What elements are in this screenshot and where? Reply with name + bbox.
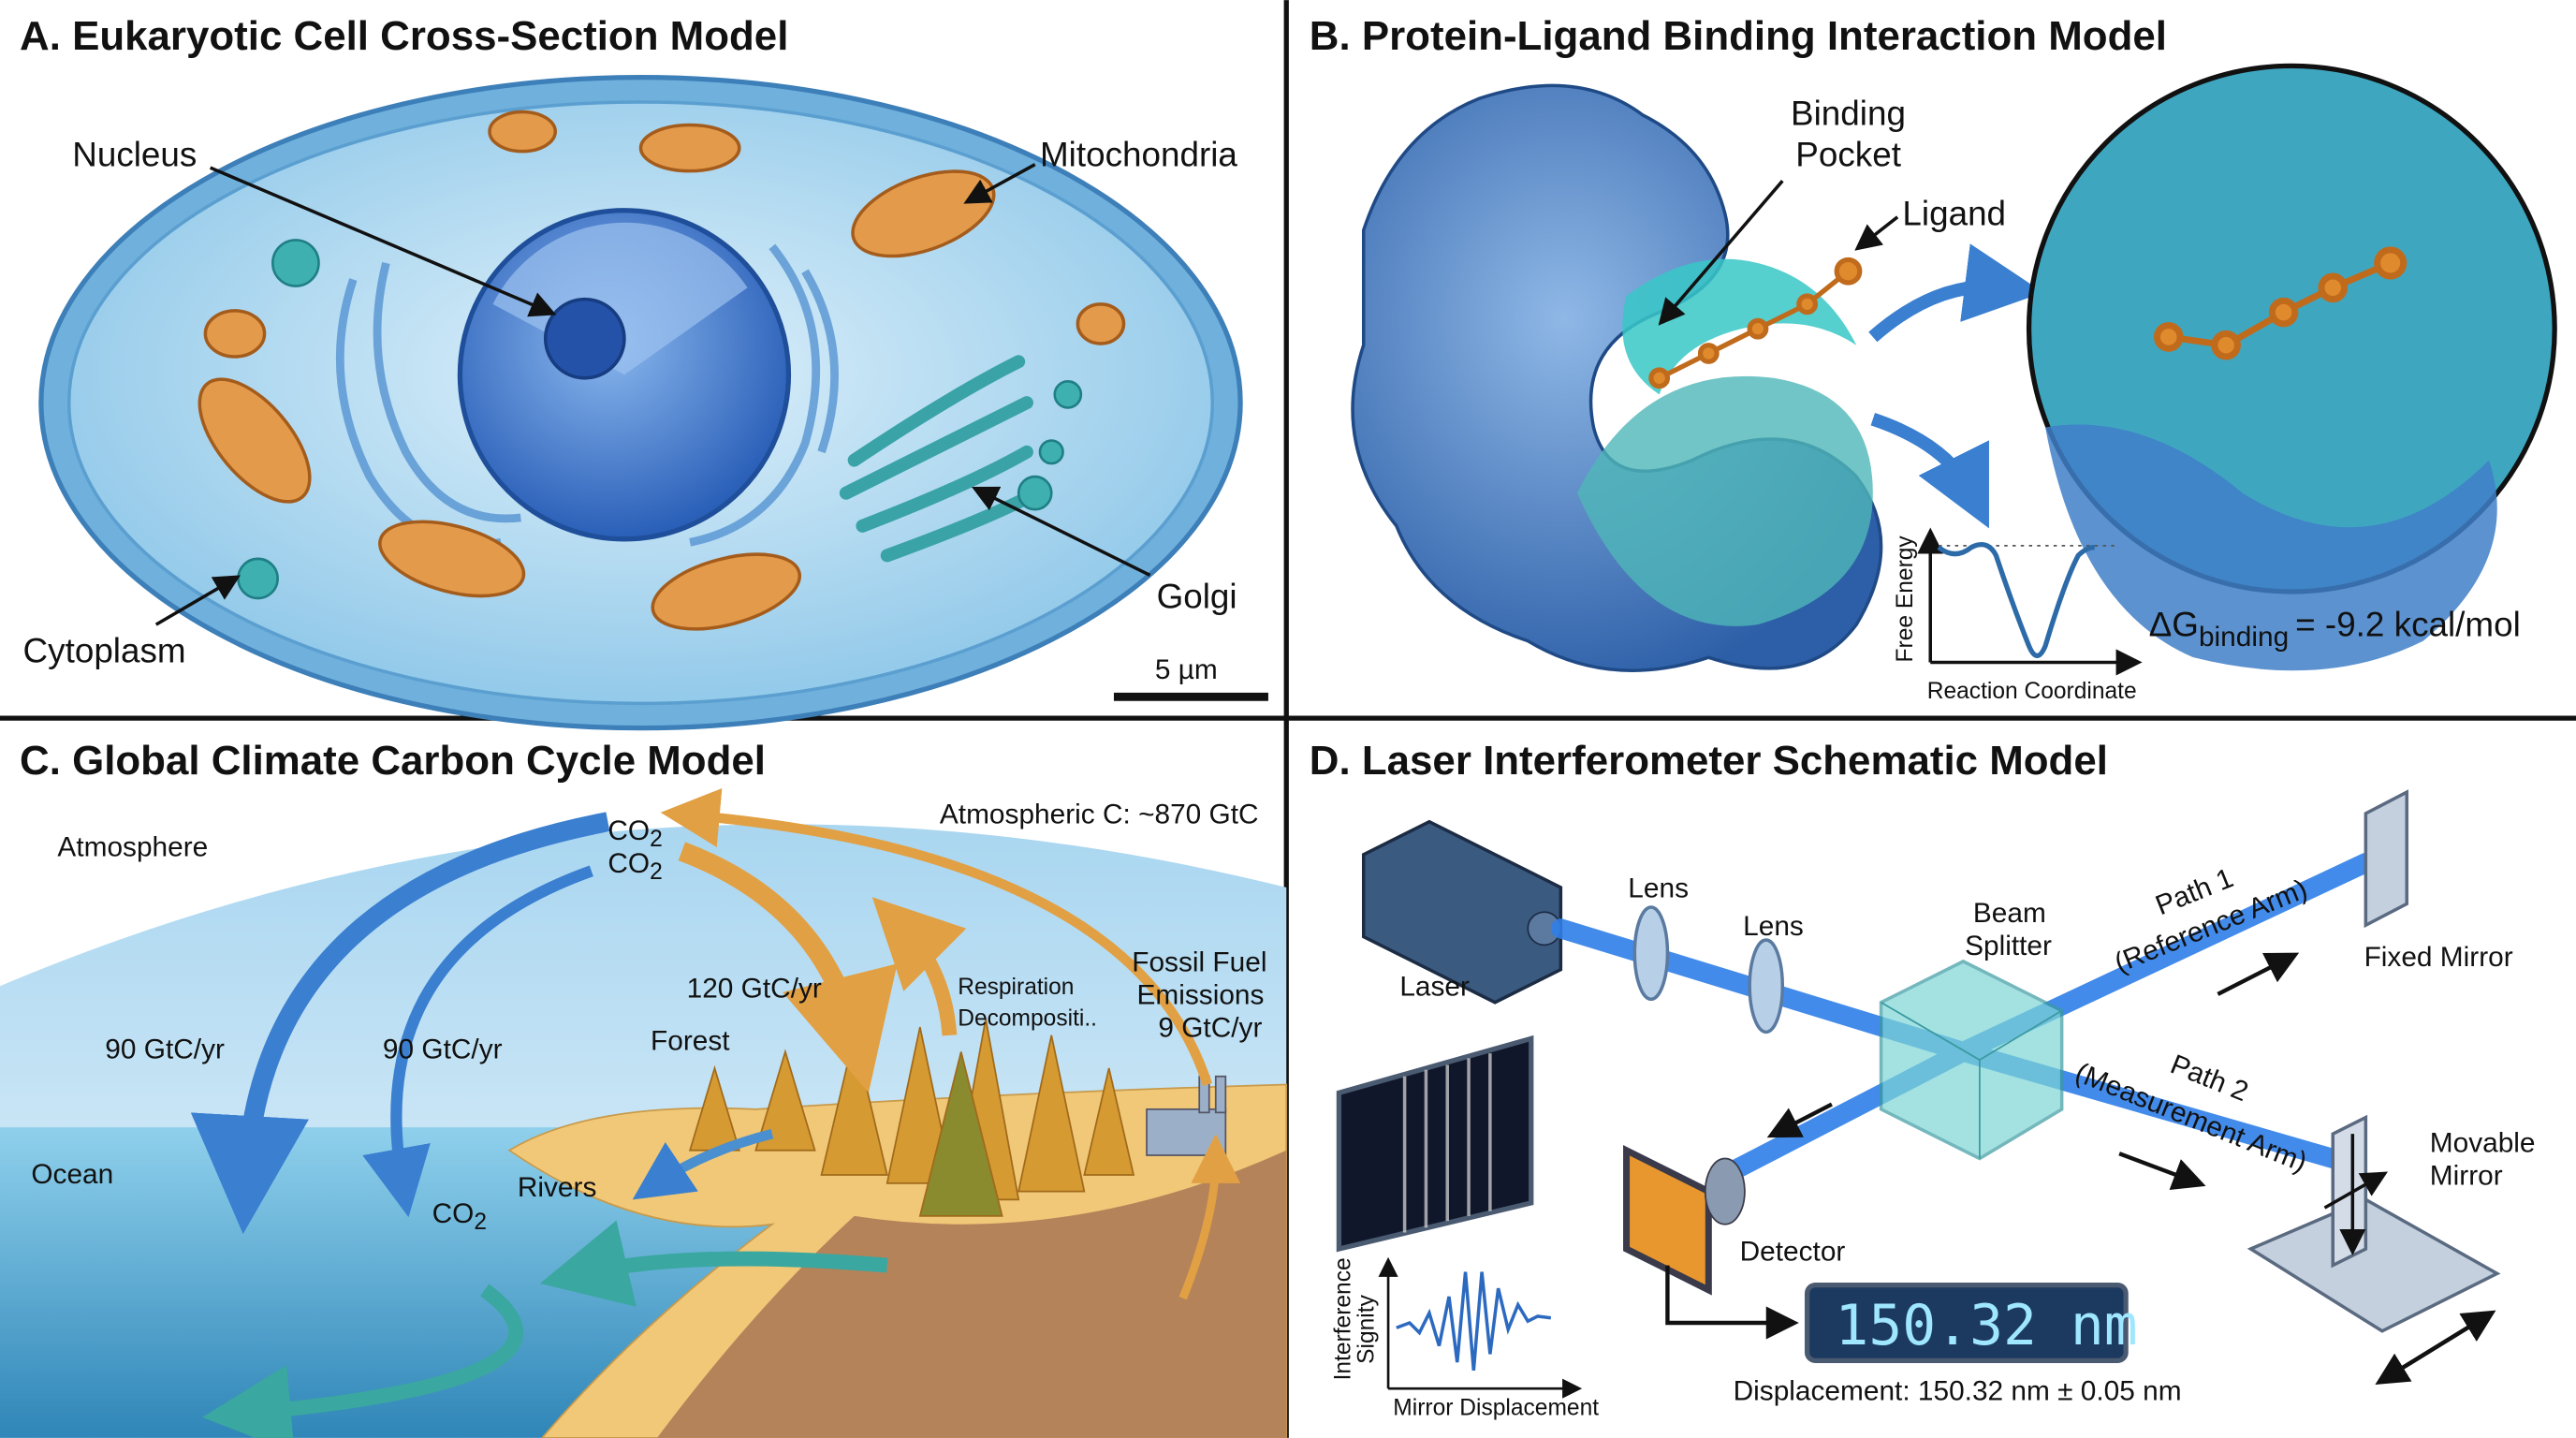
label-cytoplasm: Cytoplasm <box>23 631 186 669</box>
nucleus-pointer <box>209 166 557 317</box>
atmospheric-c-label: Atmospheric C: ~870 GtC <box>940 799 1259 829</box>
label-co2-top: CO2 <box>607 815 662 852</box>
label-detector: Detector <box>1740 1236 1846 1267</box>
signal-ylabel-1: Interference <box>1331 1257 1356 1380</box>
arrow-land-to-ocean <box>539 1220 888 1307</box>
nucleolus <box>543 297 626 380</box>
label-rivers: Rivers <box>518 1172 597 1203</box>
label-respiration: Respiration <box>958 975 1074 1000</box>
panel-b: B. Protein-Ligand Binding Interaction Mo… <box>1310 13 2557 704</box>
label-flux-mid: 90 GtC/yr <box>383 1034 503 1064</box>
binding-pocket <box>1622 258 1857 395</box>
detector <box>1623 1145 1746 1296</box>
label-nucleus: Nucleus <box>72 135 197 173</box>
ligand-pointer <box>1854 215 1899 251</box>
closeup-surface <box>2045 424 2497 671</box>
mitochondria-group <box>198 110 1126 631</box>
arrow-respiration <box>871 897 967 1036</box>
label-co2-ocean: CO2 <box>432 1198 487 1235</box>
label-binding-pocket-1: Binding <box>1791 95 1906 133</box>
label-fossil-3: 9 GtC/yr <box>1158 1013 1262 1044</box>
energy-ylabel: Free Energy <box>1893 536 1918 663</box>
fringe-screen <box>1336 1034 1534 1253</box>
ligand-molecule <box>1648 257 1863 389</box>
arrow-forest-photosynthesis <box>678 842 898 1093</box>
displacement-label: Displacement: 150.32 nm ± 0.05 nm <box>1734 1375 2182 1406</box>
soil <box>657 1150 1287 1438</box>
arrow-meas-arm <box>2118 1152 2206 1191</box>
label-flux-left: 90 GtC/yr <box>105 1034 225 1064</box>
panel-d-title: D. Laser Interferometer Schematic Model <box>1310 738 2108 784</box>
label-golgi: Golgi <box>1157 578 1237 616</box>
panel-b-title: B. Protein-Ligand Binding Interaction Mo… <box>1310 13 2167 59</box>
mitochondria-pointer <box>963 163 1036 204</box>
label-fixed-mirror: Fixed Mirror <box>2364 942 2513 973</box>
label-lens-2: Lens <box>1743 911 1804 942</box>
energy-arrow <box>1870 413 1989 529</box>
arrow-fossil-up <box>1178 1134 1241 1300</box>
vesicles <box>237 239 1083 600</box>
panel-d: D. Laser Interferometer Schematic Model <box>1310 738 2536 1420</box>
protein-teal-domain <box>1576 375 1873 626</box>
label-ligand: Ligand <box>1902 195 2006 233</box>
label-movable-1: Movable <box>2430 1127 2536 1158</box>
label-fossil-1: Fossil Fuel <box>1132 946 1266 977</box>
zoom-arrow <box>1868 243 2044 343</box>
arrow-fossil-emissions <box>660 788 1213 1087</box>
label-ocean: Ocean <box>31 1159 113 1190</box>
closeup-ligand <box>2153 246 2408 360</box>
signal-wave <box>1396 1271 1552 1372</box>
energy-curve <box>1937 542 2095 658</box>
golgi-apparatus <box>839 355 1033 563</box>
forest-trees <box>688 1019 1135 1217</box>
panel-a: A. Eukaryotic Cell Cross-Section Model <box>20 13 1268 731</box>
arrow-ocean-to-atmosphere <box>362 865 593 1218</box>
cytoplasm-pointer <box>154 575 242 626</box>
label-flux-forest: 120 GtC/yr <box>687 973 822 1004</box>
readout-value: 150.32 nm <box>1835 1294 2137 1358</box>
signal-ylabel-2: Signity <box>1354 1294 1379 1363</box>
beam-splitter <box>1879 959 2064 1161</box>
label-atmosphere: Atmosphere <box>57 832 208 863</box>
panel-a-title: A. Eukaryotic Cell Cross-Section Model <box>20 13 788 59</box>
label-laser: Laser <box>1399 972 1470 1003</box>
movable-mirror <box>2247 1114 2501 1386</box>
arrow-ref-arm <box>2217 952 2300 996</box>
label-fossil-2: Emissions <box>1137 980 1265 1011</box>
signal-xlabel: Mirror Displacement <box>1393 1395 1599 1420</box>
river <box>632 1129 774 1200</box>
lens-1 <box>1632 905 1670 1001</box>
label-decomposition: Decompositi.. <box>958 1005 1097 1031</box>
pocket-pointer <box>1658 180 1784 326</box>
detector-to-readout-arrow <box>1665 1265 1799 1340</box>
energy-xlabel: Reaction Coordinate <box>1927 679 2137 704</box>
label-lens-1: Lens <box>1628 873 1689 903</box>
fixed-mirror <box>2364 789 2408 929</box>
label-forest: Forest <box>651 1026 730 1057</box>
label-co2-second: CO2 <box>607 848 662 885</box>
lens-2 <box>1748 938 1785 1034</box>
label-binding-pocket-2: Pocket <box>1795 135 1901 173</box>
arrow-atmosphere-to-ocean <box>190 812 610 1235</box>
label-movable-2: Mirror <box>2430 1161 2503 1192</box>
delta-g-label: ΔGbinding= -9.2 kcal/mol <box>2149 605 2521 653</box>
panel-c-title: C. Global Climate Carbon Cycle Model <box>20 738 766 784</box>
arrow-to-detector <box>1766 1102 1833 1138</box>
panel-c: C. Global Climate Carbon Cycle Model Atm… <box>0 738 1288 1438</box>
readout-display <box>1804 1283 2129 1363</box>
scale-bar-label: 5 µm <box>1155 654 1218 685</box>
golgi-pointer <box>971 486 1151 578</box>
label-beam-splitter-1: Beam <box>1973 898 2046 929</box>
arrow-ocean-circulation <box>202 1284 523 1438</box>
label-mitochondria: Mitochondria <box>1040 135 1237 173</box>
label-beam-splitter-2: Splitter <box>1965 931 2052 961</box>
